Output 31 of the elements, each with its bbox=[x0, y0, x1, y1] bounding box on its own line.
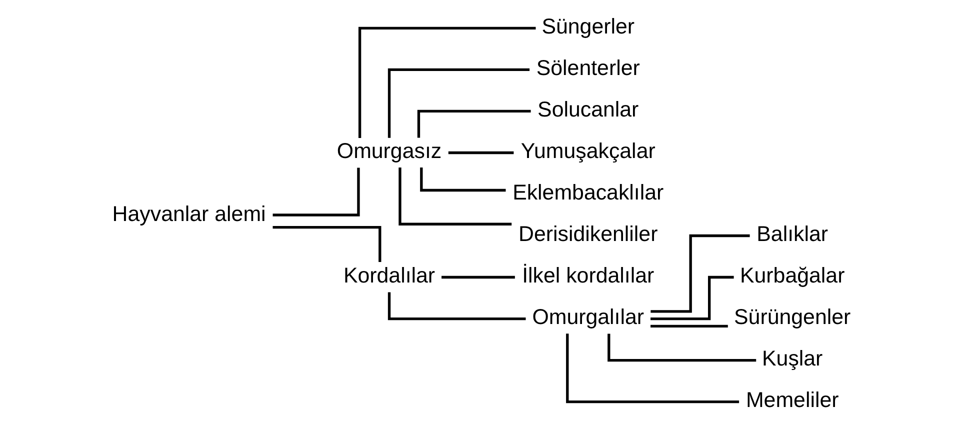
connector bbox=[387, 68, 530, 138]
node-text: Balıklar bbox=[756, 222, 828, 246]
connector bbox=[607, 334, 756, 362]
node-text: Solucanlar bbox=[537, 97, 638, 122]
connector bbox=[420, 168, 506, 192]
connector bbox=[272, 168, 360, 216]
node-text: Memeliler bbox=[745, 388, 838, 412]
connector bbox=[441, 276, 514, 279]
node-text: Eklembacaklılar bbox=[512, 180, 664, 204]
node-text: Kordalılar bbox=[342, 263, 435, 288]
connector bbox=[566, 334, 739, 404]
node-text: İlkel kordalılar bbox=[522, 263, 654, 288]
node-text: Süngerler bbox=[541, 14, 634, 38]
connector bbox=[448, 151, 514, 154]
node-text: Yumuşakçalar bbox=[520, 138, 655, 163]
connector bbox=[650, 324, 728, 328]
connector bbox=[650, 276, 734, 320]
node-text: Omurgalılar bbox=[532, 304, 644, 329]
node-text: Derisidikenliler bbox=[518, 222, 658, 246]
node-text: Omurgasız bbox=[336, 138, 442, 163]
connector bbox=[272, 226, 381, 262]
connector bbox=[387, 292, 526, 320]
node-text: Kurbağalar bbox=[739, 263, 844, 288]
connector bbox=[650, 234, 750, 313]
connector bbox=[398, 168, 512, 226]
connector bbox=[416, 110, 530, 138]
node-text: Sürüngenler bbox=[734, 304, 850, 329]
connector bbox=[358, 26, 536, 138]
node-text: Sölenterler bbox=[536, 56, 640, 80]
node-text: Hayvanlar alemi bbox=[112, 202, 266, 226]
node-text: Kuşlar bbox=[762, 346, 822, 370]
